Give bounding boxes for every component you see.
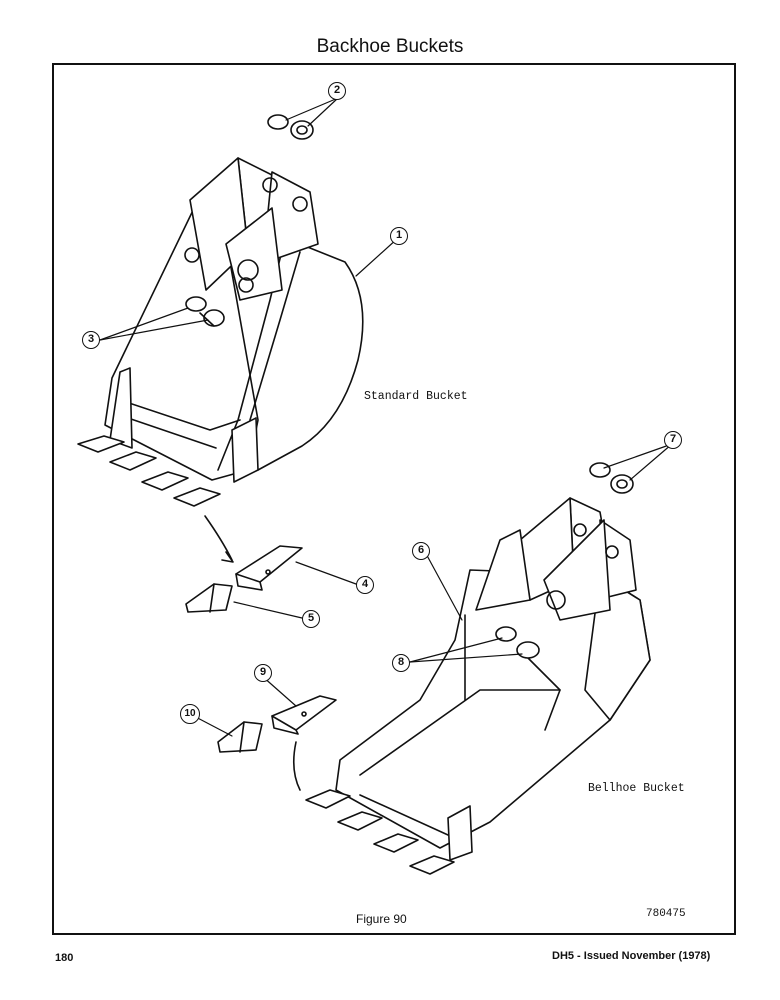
- leader-lines: [99, 97, 673, 737]
- bellhoe-bucket-drawing: [292, 462, 651, 875]
- callout-7: 7: [664, 431, 682, 449]
- standard-bucket-label: Standard Bucket: [364, 390, 468, 403]
- callout-10: 10: [180, 704, 200, 724]
- bellhoe-bucket-label: Bellhoe Bucket: [588, 782, 685, 795]
- tooth-detail-a: [185, 545, 303, 613]
- callout-1: 1: [390, 227, 408, 245]
- callout-6: 6: [412, 542, 430, 560]
- footer-issue-note: DH5 - Issued November (1978): [552, 950, 711, 962]
- tooth-detail-b: [217, 695, 337, 753]
- callout-8: 8: [392, 654, 410, 672]
- figure-caption: Figure 90: [356, 912, 407, 926]
- figure-frame: [52, 63, 736, 935]
- callout-9: 9: [254, 664, 272, 682]
- callout-2: 2: [328, 82, 346, 100]
- callout-3: 3: [82, 331, 100, 349]
- page-number: 180: [55, 952, 74, 964]
- standard-bucket-drawing: [77, 114, 364, 563]
- drawing-number: 780475: [646, 908, 686, 920]
- callout-4: 4: [356, 576, 374, 594]
- callout-5: 5: [302, 610, 320, 628]
- page-title: Backhoe Buckets: [316, 36, 464, 57]
